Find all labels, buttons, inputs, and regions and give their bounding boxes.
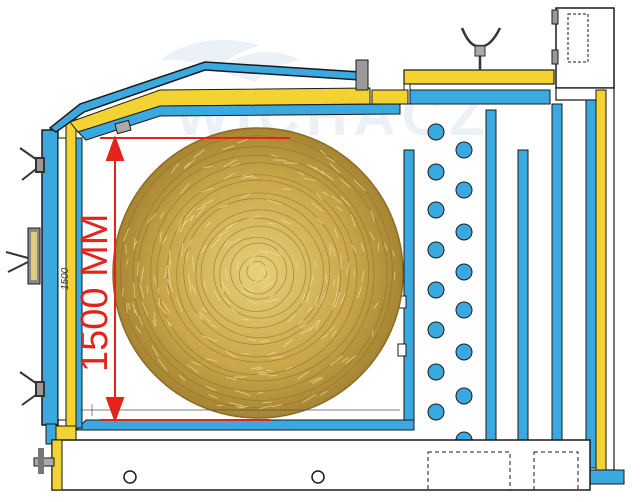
door-clamp-top xyxy=(20,148,44,180)
tube xyxy=(428,364,444,380)
tube xyxy=(428,322,444,338)
tube xyxy=(428,202,444,218)
straw-strand xyxy=(158,288,159,295)
tube xyxy=(456,142,472,158)
tube xyxy=(456,302,472,318)
straw-bale xyxy=(113,128,403,418)
door-clamp-middle xyxy=(6,252,28,272)
straw-strand xyxy=(284,163,297,164)
dimension-label: 1500 MM xyxy=(74,214,116,372)
tube xyxy=(428,404,444,420)
tube xyxy=(428,164,444,180)
straw-strand xyxy=(258,374,269,375)
tube xyxy=(456,182,472,198)
tube xyxy=(456,388,472,404)
straw-strand xyxy=(270,375,277,376)
right-wall xyxy=(586,90,624,484)
door-clamp-bottom xyxy=(20,372,44,405)
tube xyxy=(456,264,472,280)
bottom-jacket xyxy=(34,420,590,490)
wing-nut xyxy=(462,28,500,70)
heat-exchanger-baffles xyxy=(486,104,562,450)
heat-exchanger-tubes xyxy=(428,124,472,448)
dimension-label-small: 1500 xyxy=(60,267,71,290)
tube xyxy=(456,224,472,240)
tube xyxy=(456,344,472,360)
tube xyxy=(428,242,444,258)
tube xyxy=(428,282,444,298)
tube xyxy=(428,124,444,140)
